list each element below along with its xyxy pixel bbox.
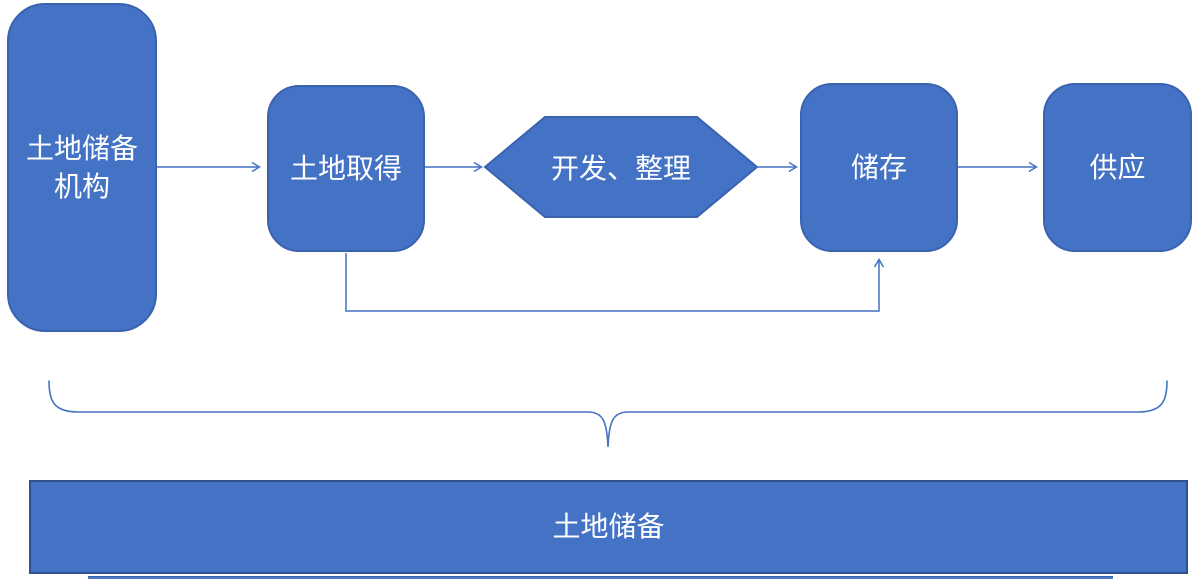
node-land-reserve-banner: 土地储备 bbox=[29, 480, 1188, 574]
node-supply: 供应 bbox=[1043, 83, 1192, 252]
node-development-consolidation-label: 开发、整理 bbox=[550, 153, 691, 184]
node-land-reserve-banner-label: 土地储备 bbox=[552, 511, 665, 542]
cut-off-shape-bottom bbox=[88, 576, 1113, 579]
connector-acquisition-bottom-to-storage-bottom bbox=[345, 253, 885, 312]
node-storage-label: 储存 bbox=[850, 151, 907, 183]
curly-brace bbox=[48, 380, 1168, 448]
node-land-acquisition-label: 土地取得 bbox=[289, 152, 402, 184]
node-development-consolidation: 开发、整理 bbox=[485, 117, 757, 217]
node-land-reserve-agency: 土地储备 机构 bbox=[7, 3, 157, 332]
node-storage: 储存 bbox=[800, 83, 958, 252]
node-land-acquisition: 土地取得 bbox=[267, 85, 425, 252]
node-land-reserve-agency-label: 土地储备 机构 bbox=[25, 132, 138, 202]
node-supply-label: 供应 bbox=[1089, 151, 1146, 183]
